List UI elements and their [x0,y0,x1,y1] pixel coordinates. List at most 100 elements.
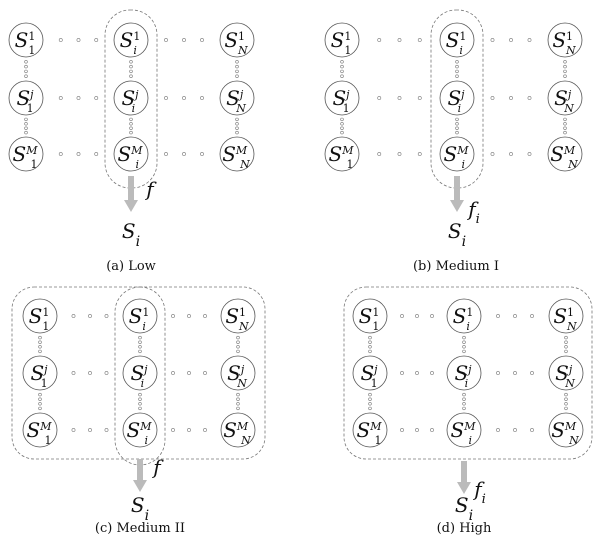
label-subscript: i [468,434,472,447]
label-superscript: 1 [566,30,573,43]
horizontal-ellipsis-dot [58,152,63,156]
vertical-ellipsis-dot [129,126,133,130]
label-base: S [331,28,345,52]
vertical-ellipsis-dot [236,392,240,397]
horizontal-ellipsis-dot [88,428,92,432]
label-superscript: 1 [238,30,245,43]
horizontal-ellipsis-dot [530,314,534,318]
label-superscript: M [456,144,469,157]
vertical-ellipsis-dot [462,392,466,397]
vertical-ellipsis-dot [38,406,42,411]
vertical-ellipsis-dot [235,130,239,135]
label-subscript: 1 [42,320,49,333]
vertical-ellipsis-dot [24,69,28,74]
aggregation-function-label: fi [466,197,480,227]
state-node [446,355,482,391]
label-subscript: i [136,234,141,250]
label-superscript: j [565,88,572,101]
vertical-ellipsis-dot [38,340,42,344]
label-base: S [16,86,30,110]
label-superscript: 1 [142,306,149,319]
vertical-ellipsis-dot [236,335,240,340]
aggregation-function-label: fi [472,477,486,507]
label-subscript: i [141,377,145,390]
vertical-ellipsis-dot [455,64,459,69]
vertical-ellipsis-dot [235,64,239,69]
label-subscript: i [133,44,137,57]
vertical-ellipsis-dot [24,117,28,122]
vertical-ellipsis-dot [38,345,42,349]
vertical-ellipsis-dot [138,340,142,344]
vertical-ellipsis-dot [236,345,240,349]
label-subscript: i [469,508,474,524]
state-node [352,412,388,448]
label-superscript: j [27,88,34,101]
vertical-ellipsis-dot [236,340,240,344]
label-subscript: N [566,320,577,333]
horizontal-ellipsis-dot [430,314,434,318]
label-base: S [446,28,460,52]
label-base: S [453,304,467,328]
output-state-label: Si [455,493,473,524]
state-node [352,355,388,391]
label-subscript: i [459,44,463,57]
horizontal-ellipsis-dot [88,314,92,318]
label-subscript: 1 [344,44,351,57]
vertical-ellipsis-dot [564,335,568,340]
vertical-ellipsis-dot [138,402,142,406]
label-subscript: i [142,320,146,333]
label-superscript: M [369,420,382,433]
vertical-ellipsis-dot [38,392,42,397]
vertical-ellipsis-dot [455,60,459,64]
horizontal-ellipsis-dot [513,314,517,318]
label-superscript: 1 [344,30,351,43]
state-node [439,136,475,172]
state-node [8,80,44,116]
label-subscript: 1 [374,434,381,447]
state-node [8,136,44,172]
horizontal-ellipsis-dot [417,38,422,42]
vertical-ellipsis-dot [340,60,344,64]
horizontal-ellipsis-dot [164,152,168,156]
panel-caption: (b) Medium I [413,259,499,274]
label-subscript: N [563,102,574,115]
vertical-ellipsis-dot [138,335,142,340]
output-state-label: Si [131,493,149,524]
label-subscript: N [238,320,249,333]
horizontal-ellipsis-dot [415,428,419,432]
label-base: S [30,361,44,385]
label-base: S [332,86,346,110]
vertical-ellipsis-dot [563,64,567,69]
horizontal-ellipsis-dot [400,314,404,318]
vertical-ellipsis-dot [235,74,239,78]
horizontal-ellipsis-dot [397,38,402,42]
vertical-ellipsis-dot [462,335,466,340]
horizontal-ellipsis-dot [187,314,191,318]
state-node [439,80,475,116]
state-node [220,298,256,334]
label-subscript: i [482,492,486,507]
vertical-ellipsis-dot [563,74,567,78]
state-node [220,355,256,391]
label-superscript: j [458,88,465,101]
horizontal-ellipsis-dot [58,96,63,100]
state-node [122,355,158,391]
label-subscript: i [458,102,462,115]
vertical-ellipsis-dot [368,340,372,344]
state-node [220,412,256,448]
label-base: S [127,418,141,442]
label-subscript: 1 [346,158,353,171]
horizontal-ellipsis-dot [203,314,207,318]
aggregation-arrow-icon [450,176,464,212]
vertical-ellipsis-dot [129,60,133,64]
state-node [547,80,583,116]
label-subscript: 1 [28,44,35,57]
label-base: S [451,418,465,442]
label-base: S [226,86,240,110]
